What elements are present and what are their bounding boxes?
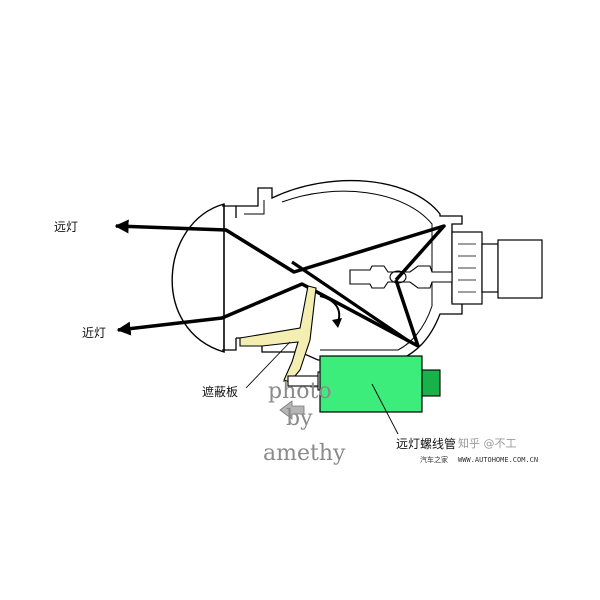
rotation-arrow-head <box>332 318 342 328</box>
solenoid-body <box>319 355 423 413</box>
socket-ribs <box>458 243 476 293</box>
reflection-ray-bottom <box>291 260 411 344</box>
low-beam-label: 近灯 <box>82 326 106 340</box>
high-beam-label: 远灯 <box>54 220 78 234</box>
watermark-by: by <box>286 406 313 431</box>
watermark-site-url: WWW.AUTOHOME.COM.CN <box>458 456 538 464</box>
shutter-label: 遮蔽板 <box>202 384 238 399</box>
solenoid-leader-line <box>371 383 399 435</box>
solenoid-end-cap <box>421 369 441 397</box>
watermark-photo: photo <box>268 379 332 404</box>
watermark-amethy: amethy <box>263 441 346 466</box>
solenoid-label: 远灯螺线管 <box>396 436 456 451</box>
lens-holder <box>222 204 237 352</box>
shutter-leader-line <box>245 341 291 389</box>
watermark-zhihu: 知乎 @不工 <box>458 436 517 450</box>
shutter-plate <box>239 285 317 383</box>
shutter-rotation-arrow <box>319 295 341 323</box>
pull-direction-arrow <box>279 400 305 420</box>
projector-lens <box>171 203 225 353</box>
socket-ring <box>481 243 499 293</box>
socket-cap <box>497 239 543 299</box>
reflection-ray-top <box>225 228 295 274</box>
watermark-site-cn: 汽车之家 <box>420 455 448 464</box>
low-beam-ray <box>116 279 420 348</box>
